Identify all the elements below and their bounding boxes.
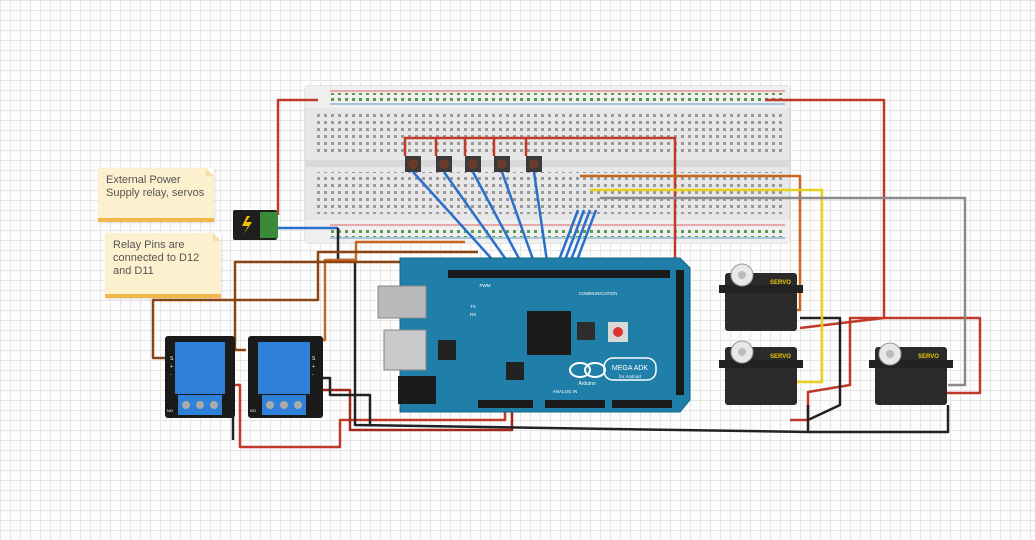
breadboard[interactable]	[304, 85, 791, 244]
label-tx: TX	[470, 304, 476, 309]
wire-red-top-rail	[765, 98, 886, 330]
push-button[interactable]	[494, 156, 510, 172]
board-title: MEGA ADK	[612, 365, 649, 372]
board-brand: Arduino	[578, 381, 595, 387]
note-fold	[206, 168, 214, 176]
board-subtitle: for Android	[619, 374, 641, 379]
note-fold	[213, 233, 221, 241]
servo-motor-2[interactable]: SERVO	[719, 340, 803, 405]
servo3-label: SERVO	[918, 354, 939, 360]
relay1-pin-plus: +	[170, 364, 173, 370]
push-button[interactable]	[405, 156, 421, 172]
relay-module-1[interactable]: S + - NO	[165, 336, 235, 418]
dc-barrel-port	[398, 376, 436, 404]
wire-red-power	[276, 98, 318, 215]
servo2-label: SERVO	[770, 354, 791, 360]
usb-a-port	[383, 329, 427, 371]
relay1-pin-s: S	[170, 356, 174, 362]
note-relay-pins[interactable]: Relay Pins are connected to D12 and D11	[105, 233, 221, 298]
servo-motor-3[interactable]: SERVO	[869, 342, 953, 405]
label-pwm: PWM	[480, 283, 491, 288]
note-relay-text: Relay Pins are connected to D12 and D11	[113, 239, 200, 277]
wire-black-servo3	[808, 405, 950, 434]
power-header	[478, 400, 533, 408]
note-power-supply[interactable]: External Power Supply relay, servos	[98, 168, 214, 222]
label-communication: COMMUNICATION	[579, 291, 618, 296]
reset-button[interactable]	[613, 327, 623, 337]
push-button[interactable]	[465, 156, 481, 172]
wire-yellow-signal	[590, 188, 824, 384]
wire-red-relay-power	[230, 383, 507, 449]
push-button[interactable]	[526, 156, 542, 172]
wire-black-relay	[320, 376, 372, 425]
wire-red-buttons	[403, 136, 677, 262]
relay2-pin-minus: -	[312, 372, 314, 378]
relay1-contact-no: NO	[167, 408, 173, 413]
dc-power-jack[interactable]	[233, 210, 278, 240]
usb-b-port	[377, 285, 427, 319]
relay2-pin-plus: +	[312, 364, 315, 370]
push-button[interactable]	[436, 156, 452, 172]
wire-brown-relay2	[233, 260, 492, 352]
push-buttons[interactable]	[405, 156, 542, 172]
note-power-text: External Power Supply relay, servos	[106, 174, 205, 199]
label-analog-in: ANALOG IN	[553, 389, 578, 394]
lightning-icon	[242, 216, 252, 234]
microcontroller-chip	[527, 311, 571, 355]
servo-motor-1[interactable]: SERVO	[719, 263, 803, 331]
wire-black-servo1	[800, 316, 842, 422]
servo1-label: SERVO	[770, 280, 791, 286]
relay-module-2[interactable]: S + - NO	[248, 336, 323, 418]
wire-red-servo3	[884, 316, 982, 395]
arduino-board[interactable]: MEGA ADK for Android Arduino COMMUNICATI…	[377, 257, 691, 413]
wire-red-servo2	[790, 316, 884, 422]
relay2-pin-s: S	[312, 356, 316, 362]
relay2-contact-no: NO	[250, 408, 256, 413]
analog-header-a	[545, 400, 605, 408]
relay1-pin-minus: -	[170, 372, 172, 378]
wire-gray-signal	[600, 196, 967, 387]
analog-header-b	[612, 400, 672, 408]
label-rx: RX	[470, 312, 476, 317]
wire-black-ground	[336, 228, 810, 434]
digital-header	[448, 270, 658, 278]
wire-orange-signal	[580, 174, 802, 312]
side-header	[676, 270, 684, 395]
